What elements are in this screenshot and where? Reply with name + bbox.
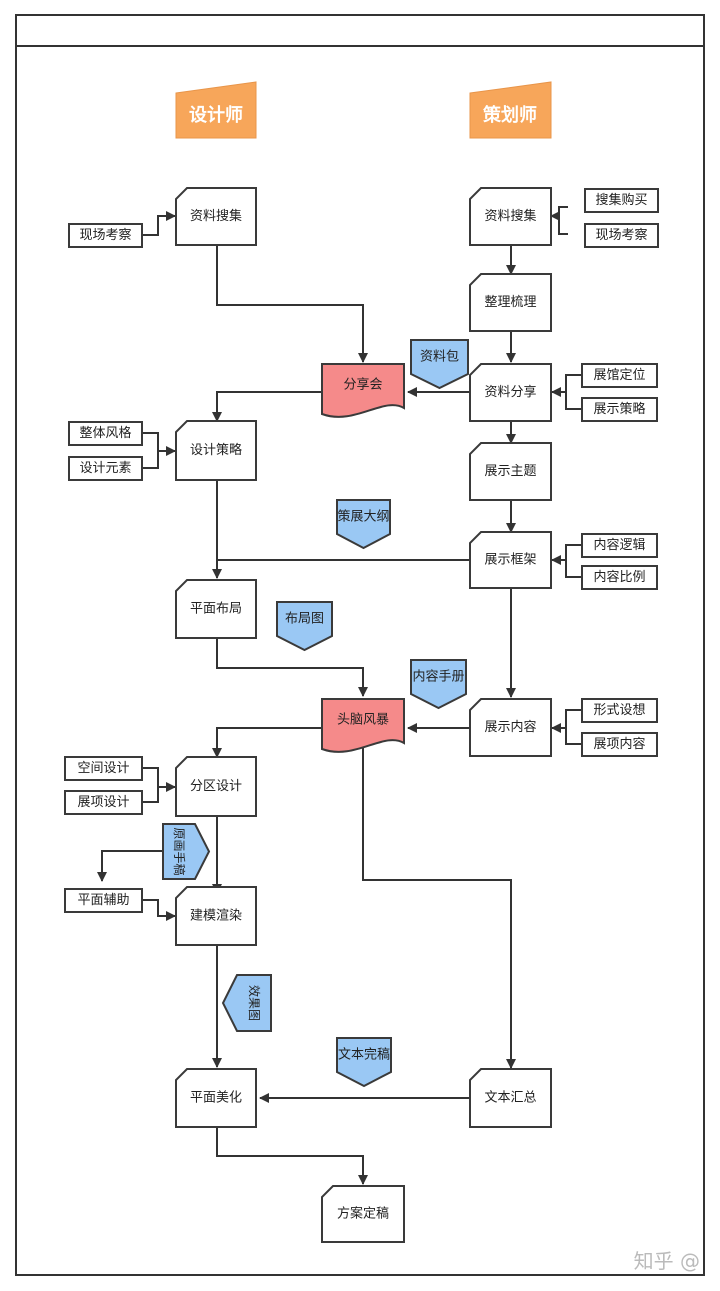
box-p-logic: 内容逻辑 (581, 533, 658, 558)
node-p-content: 展示内容 (469, 698, 552, 757)
box-p-site: 现场考察 (584, 223, 659, 248)
node-p-content-label: 展示内容 (484, 719, 536, 735)
node-p-frame-label: 展示框架 (484, 553, 536, 568)
box-p-logic-label: 内容逻辑 (593, 537, 645, 553)
box-d-exhibit: 展项设计 (64, 790, 143, 815)
node-d-collect-label: 资料搜集 (190, 208, 242, 224)
doc-content-manual-label: 内容手册 (412, 669, 464, 685)
node-d-layout: 平面布局 (175, 579, 257, 639)
box-p-ratio: 内容比例 (581, 565, 658, 590)
doc-sketch: 原画手稿 (162, 823, 211, 880)
lane-header-planner (469, 81, 552, 139)
node-d-collect: 资料搜集 (175, 187, 257, 246)
lane-label-designer: 设计师 (189, 104, 243, 126)
node-d-layout-label: 平面布局 (190, 602, 242, 617)
node-d-beautify-label: 平面美化 (190, 1091, 242, 1106)
lane-header-designer (175, 81, 257, 139)
shapes-layer: 资料搜集现场考察分享会设计策略整体风格设计元素平面布局头脑风暴分区设计空间设计展… (64, 187, 659, 1243)
box-d-aux: 平面辅助 (64, 888, 143, 913)
hub-share-label: 分享会 (343, 377, 382, 393)
doc-sketch-label: 原画手稿 (172, 827, 187, 875)
node-p-theme-label: 展示主题 (484, 464, 536, 479)
box-d-space: 空间设计 (64, 756, 143, 781)
connectors (97, 206, 582, 1185)
doc-text-final-label: 文本完稿 (338, 1047, 390, 1063)
box-d-style-label: 整体风格 (79, 425, 131, 441)
doc-rendering: 效果图 (221, 974, 272, 1032)
node-final-label: 方案定稿 (337, 1206, 389, 1222)
node-p-frame: 展示框架 (469, 531, 552, 589)
doc-material-pack-label: 资料包 (420, 350, 459, 365)
box-p-items-label: 展项内容 (593, 736, 645, 752)
doc-outline-label: 策展大纲 (337, 509, 389, 525)
node-d-render: 建模渲染 (175, 886, 257, 946)
box-p-buy-label: 搜集购买 (595, 192, 647, 208)
box-p-display-strategy: 展示策略 (581, 397, 658, 422)
node-p-share: 资料分享 (469, 363, 552, 422)
node-final: 方案定稿 (321, 1185, 405, 1243)
hub-brainstorm-label: 头脑风暴 (337, 713, 389, 728)
box-d-aux-label: 平面辅助 (77, 893, 129, 908)
doc-layout-plan: 布局图 (276, 601, 333, 652)
node-d-strategy: 设计策略 (175, 420, 257, 481)
box-d-elements-label: 设计元素 (79, 461, 131, 476)
node-p-theme: 展示主题 (469, 442, 552, 501)
box-p-form: 形式设想 (581, 698, 658, 723)
doc-text-final: 文本完稿 (336, 1037, 392, 1088)
box-d-site-label: 现场考察 (79, 228, 131, 243)
box-p-position-label: 展馆定位 (593, 368, 645, 383)
lane-label-planner: 策划师 (483, 104, 537, 126)
box-p-items: 展项内容 (581, 732, 658, 757)
node-d-zone: 分区设计 (175, 756, 257, 817)
doc-layout-plan-label: 布局图 (285, 612, 324, 627)
node-p-text-label: 文本汇总 (484, 1091, 536, 1106)
doc-content-manual: 内容手册 (410, 659, 467, 710)
box-p-ratio-label: 内容比例 (593, 569, 645, 585)
box-p-site-label: 现场考察 (595, 228, 647, 243)
hub-share: 分享会 (321, 363, 405, 418)
box-d-site: 现场考察 (68, 223, 143, 248)
doc-material-pack: 资料包 (410, 339, 469, 390)
box-d-elements: 设计元素 (68, 456, 143, 481)
hub-brainstorm: 头脑风暴 (321, 698, 405, 753)
box-p-buy: 搜集购买 (584, 188, 659, 213)
node-p-text: 文本汇总 (469, 1068, 552, 1128)
node-p-share-label: 资料分享 (484, 384, 536, 400)
node-p-collect: 资料搜集 (469, 187, 552, 246)
box-d-exhibit-label: 展项设计 (77, 795, 129, 810)
node-p-sort-label: 整理梳理 (484, 295, 536, 310)
node-d-render-label: 建模渲染 (190, 909, 242, 924)
box-p-form-label: 形式设想 (593, 702, 645, 718)
doc-rendering-label: 效果图 (247, 985, 262, 1021)
box-p-display-strategy-label: 展示策略 (593, 401, 645, 417)
node-d-beautify: 平面美化 (175, 1068, 257, 1128)
watermark: 知乎 @ (634, 1249, 700, 1273)
node-d-strategy-label: 设计策略 (190, 442, 242, 458)
box-d-style: 整体风格 (68, 421, 143, 446)
box-p-position: 展馆定位 (581, 363, 658, 388)
node-d-zone-label: 分区设计 (190, 779, 242, 794)
node-p-sort: 整理梳理 (469, 273, 552, 332)
node-p-collect-label: 资料搜集 (484, 208, 536, 224)
box-d-space-label: 空间设计 (77, 761, 129, 776)
doc-outline: 策展大纲 (336, 499, 391, 550)
